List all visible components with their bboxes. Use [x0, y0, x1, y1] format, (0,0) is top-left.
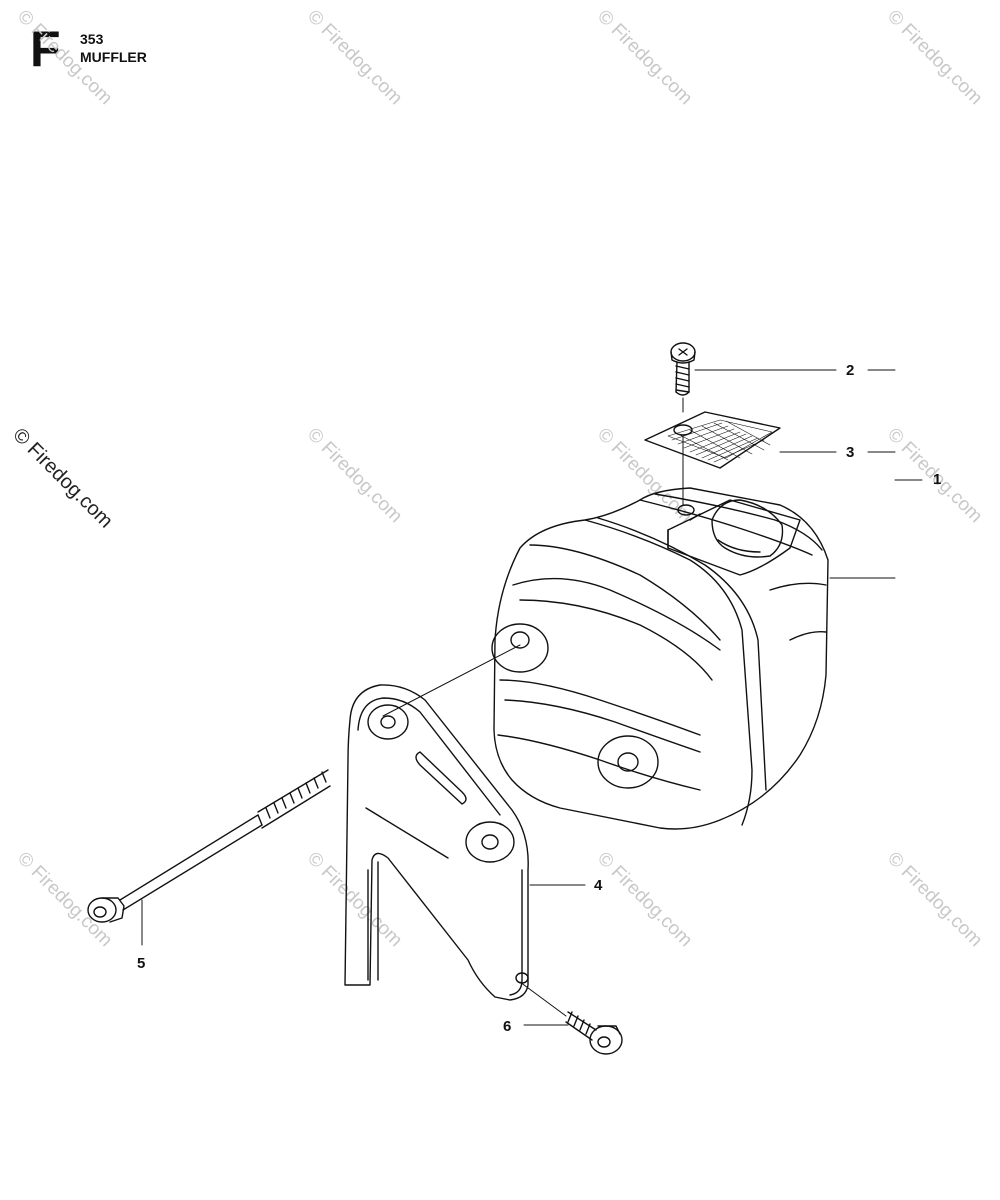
bracket-part-4: [344, 684, 529, 1001]
model-number: 353: [80, 31, 104, 47]
flange-screw-part-6: [565, 1011, 623, 1055]
spark-screen-part-3: [644, 411, 781, 469]
callout-2: 2: [846, 362, 855, 379]
long-bolt-part-5: [87, 769, 331, 923]
leader-lines: [141, 369, 923, 1026]
callout-5: 5: [137, 955, 146, 972]
screw-part-2: [670, 342, 696, 396]
callout-1: 1: [933, 471, 942, 488]
muffler-body-part-1: [491, 487, 829, 830]
assembly-lines: [382, 397, 684, 1017]
callout-3: 3: [846, 444, 855, 461]
diagram-title: MUFFLER: [80, 49, 147, 65]
section-letter: F: [30, 21, 61, 77]
callout-4: 4: [594, 877, 603, 894]
callout-6: 6: [503, 1018, 512, 1035]
